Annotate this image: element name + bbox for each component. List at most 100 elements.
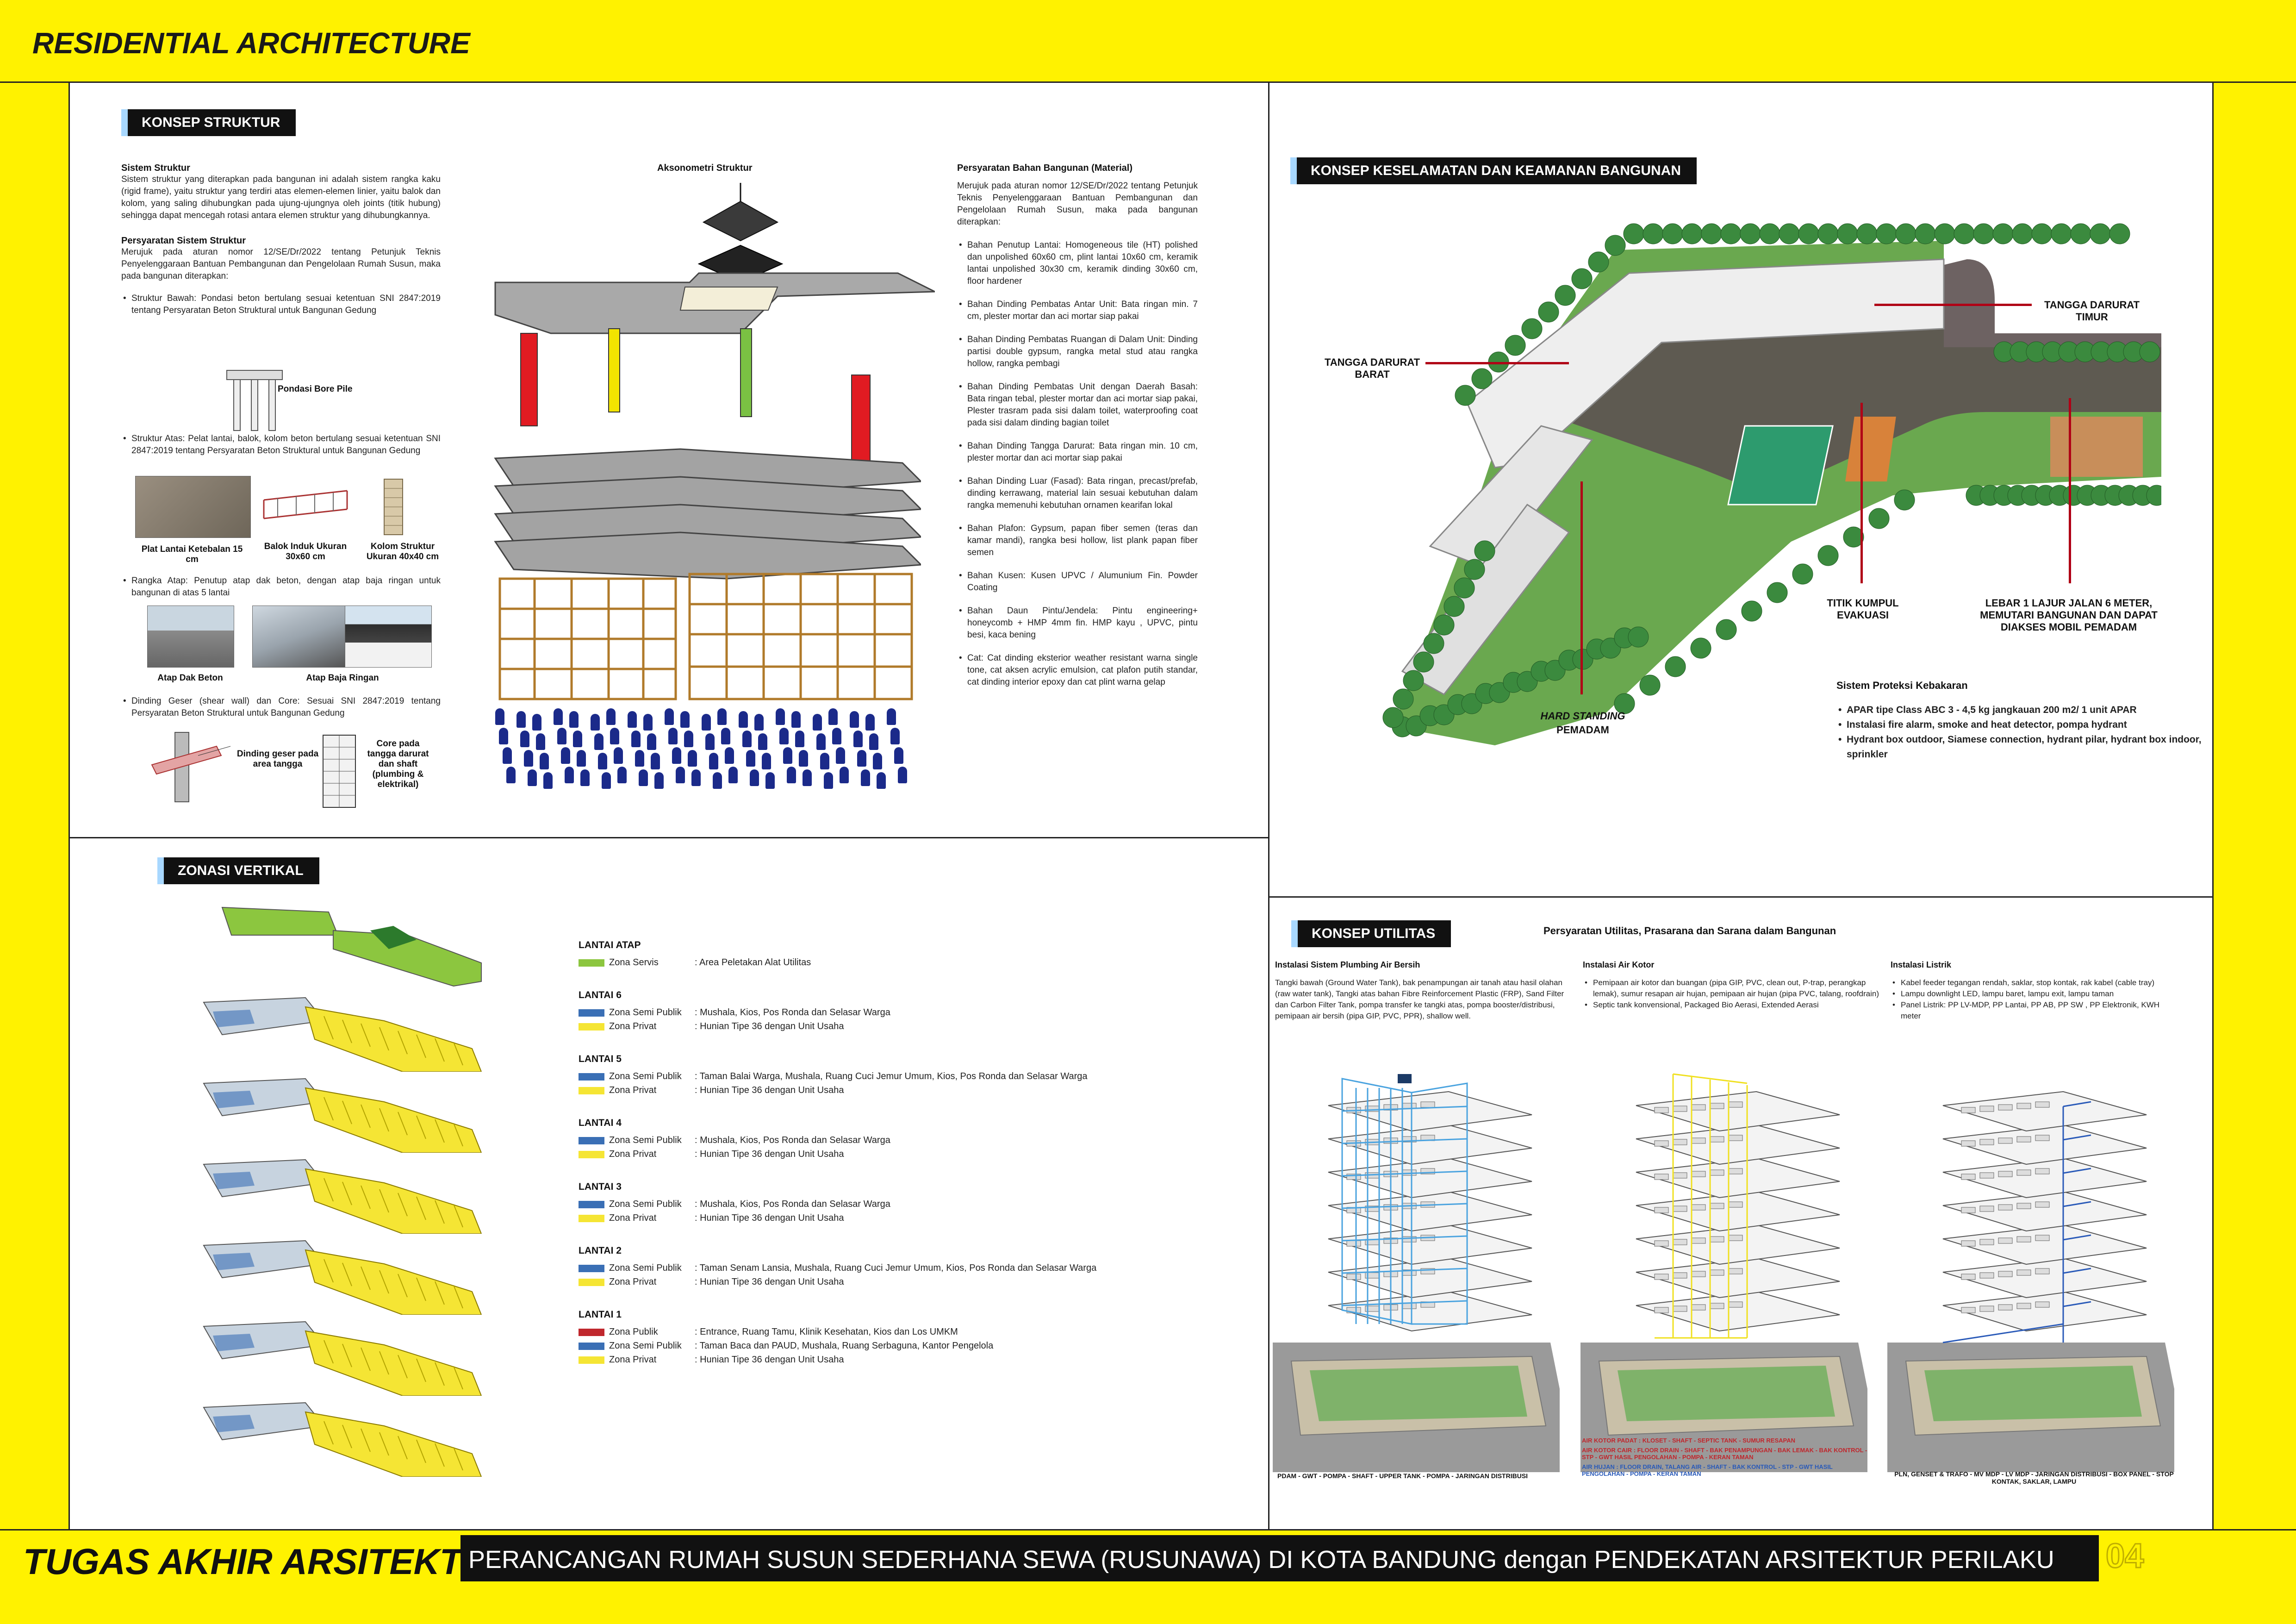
atap-baja-ringan-photo-1	[252, 606, 346, 668]
zone-description: : Mushala, Kios, Pos Ronda dan Selasar W…	[695, 1007, 890, 1018]
tree-mark	[2031, 223, 2053, 244]
tree-mark	[1767, 582, 1788, 603]
material-item: Bahan Dinding Pembatas Antar Unit: Bata …	[957, 299, 1198, 323]
site-plan	[1375, 208, 2161, 801]
zone-description: : Hunian Tipe 36 dengan Unit Usaha	[695, 1277, 844, 1287]
bore-pile-mark	[887, 708, 896, 725]
divider-right-mid	[1268, 896, 2212, 898]
bore-pile-mark	[820, 753, 829, 769]
zone-name: Zona Privat	[609, 1355, 657, 1365]
zonasi-floor-plan	[194, 1384, 518, 1479]
zonasi-floor-heading: LANTAI 2	[579, 1245, 622, 1256]
bore-pile-mark	[495, 708, 504, 725]
listrik-diagram	[1887, 1065, 2174, 1472]
persyaratan-heading: Persyaratan Sistem Struktur	[121, 236, 246, 246]
zone-description: : Hunian Tipe 36 dengan Unit Usaha	[695, 1021, 844, 1031]
tree-mark	[1716, 619, 1737, 640]
zone-name: Zona Servis	[609, 957, 659, 968]
plumbing-diagram	[1273, 1065, 1560, 1472]
material-intro: Merujuk pada aturan nomor 12/SE/Dr/2022 …	[957, 181, 1198, 227]
bore-pile-mark	[746, 750, 755, 767]
arrow-hard-standing	[1580, 481, 1583, 694]
zonasi-legend-row: Zona Publik: Entrance, Ruang Tamu, Klini…	[579, 1325, 1250, 1339]
bore-pile-mark	[676, 767, 685, 783]
bore-pile-mark	[779, 728, 789, 744]
bore-pile-mark	[610, 728, 619, 744]
atap-baja-ringan-photo-2	[345, 606, 432, 668]
bore-pile-mark	[617, 767, 627, 783]
material-item: Bahan Dinding Pembatas Unit dengan Daera…	[957, 381, 1198, 429]
bore-pile-mark	[557, 728, 566, 744]
bore-pile-mark	[688, 750, 697, 767]
label-tangga-timur: TANGGA DARURAT TIMUR	[2044, 299, 2140, 323]
tree-mark	[1471, 368, 1493, 389]
material-column: Persyaratan Bahan Bangunan (Material) Me…	[957, 163, 1198, 688]
kolom-struktur-caption: Kolom Struktur Ukuran 40x40 cm	[366, 542, 439, 562]
air-kotor-item-1: Pemipaan air kotor dan buangan (pipa GIP…	[1583, 977, 1879, 999]
tree-mark	[1798, 223, 1819, 244]
zone-color-swatch	[579, 1150, 604, 1158]
bore-pile-mark	[894, 747, 903, 764]
zone-description: : Taman Senam Lansia, Mushala, Ruang Cuc…	[695, 1263, 1097, 1273]
zone-description: : Area Peletakan Alat Utilitas	[695, 957, 811, 968]
zone-description: : Hunian Tipe 36 dengan Unit Usaha	[695, 1149, 844, 1159]
bore-pile-mark	[602, 772, 611, 789]
bore-pile-mark	[877, 772, 886, 789]
zone-description: : Entrance, Ruang Tamu, Klinik Kesehatan…	[695, 1327, 958, 1337]
bore-pile-mark	[691, 769, 701, 786]
zone-description: : Taman Baca dan PAUD, Mushala, Ruang Se…	[695, 1341, 994, 1351]
utilitas-subtitle: Persyaratan Utilitas, Prasarana dan Sara…	[1543, 925, 1836, 937]
material-item: Bahan Dinding Luar (Fasad): Bata ringan,…	[957, 475, 1198, 512]
zone-color-swatch	[579, 1009, 604, 1017]
zone-color-swatch	[579, 1087, 604, 1094]
zone-name: Zona Semi Publik	[609, 1007, 682, 1018]
tree-mark	[1521, 318, 1543, 339]
divider-bottom	[0, 1529, 2296, 1530]
bore-pile-mark	[702, 714, 711, 731]
tree-mark	[1837, 223, 1858, 244]
bore-pile-mark	[742, 731, 752, 747]
bore-pile-mark	[672, 747, 681, 764]
bore-pile-mark	[606, 708, 616, 725]
tree-mark	[1973, 223, 1994, 244]
zone-name: Zona Privat	[609, 1277, 657, 1287]
dinding-geser-item: Dinding Geser (shear wall) dan Core: Ses…	[121, 695, 441, 719]
tree-mark	[1538, 301, 1559, 323]
bore-pile-mark	[873, 753, 882, 769]
air-kotor-heading: Instalasi Air Kotor	[1583, 960, 1655, 969]
zonasi-floor-heading: LANTAI 3	[579, 1181, 622, 1192]
air-kotor-padat-caption: AIR KOTOR PADAT : KLOSET - SHAFT - SEPTI…	[1582, 1437, 1796, 1444]
zonasi-legend-row: Zona Servis : Area Peletakan Alat Utilita…	[579, 956, 1250, 969]
atap-dak-beton-photo	[147, 606, 234, 668]
bore-pile-mark	[665, 708, 674, 725]
bore-pile-mark	[569, 711, 579, 728]
material-item: Bahan Penutup Lantai: Homogeneous tile (…	[957, 239, 1198, 287]
arrow-lebar-jalan	[2069, 398, 2071, 583]
zonasi-legend-row: Zona Privat: Hunian Tipe 36 dengan Unit …	[579, 1019, 1250, 1033]
balok-induk-caption: Balok Induk Ukuran 30x60 cm	[264, 542, 347, 562]
rangka-atap-item: Rangka Atap: Penutup atap dak beton, den…	[121, 575, 441, 599]
bore-pile-mark	[850, 711, 859, 728]
tree-mark	[1623, 223, 1644, 244]
tree-mark	[1444, 596, 1465, 617]
plumbing-text: Tangki bawah (Ground Water Tank), bak pe…	[1275, 978, 1564, 1020]
bore-pile-mark	[635, 750, 644, 767]
arrow-titik-kumpul	[1860, 403, 1863, 583]
bore-pile-mark	[832, 728, 841, 744]
bore-pile-mark	[580, 769, 590, 786]
zone-description: : Mushala, Kios, Pos Ronda dan Selasar W…	[695, 1135, 890, 1145]
proteksi-item: Hydrant box outdoor, Siamese connection,…	[1836, 732, 2202, 762]
bore-pile-mark	[762, 753, 771, 769]
pondasi-caption: Pondasi Bore Pile	[278, 384, 353, 394]
divider-top	[0, 81, 2296, 83]
tree-mark	[1454, 577, 1475, 599]
tree-mark	[1571, 268, 1593, 289]
tree-mark	[1701, 223, 1722, 244]
tree-mark	[1505, 335, 1526, 356]
zone-name: Zona Privat	[609, 1149, 657, 1159]
bore-pile-mark	[709, 753, 718, 769]
arrow-tangga-barat	[1425, 362, 1569, 364]
tree-mark	[1382, 707, 1404, 728]
bore-pile-mark	[890, 728, 900, 744]
material-item: Bahan Dinding Pembatas Ruangan di Dalam …	[957, 334, 1198, 370]
